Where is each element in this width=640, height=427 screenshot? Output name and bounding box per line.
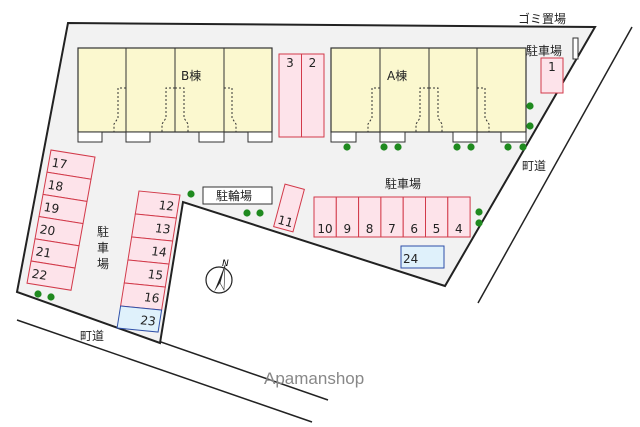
parking-spot-outline bbox=[447, 196, 471, 238]
parking-left-label: 駐車場 bbox=[97, 224, 109, 271]
parking-spot: 8 bbox=[358, 196, 382, 238]
parking-spot-outline bbox=[540, 57, 564, 94]
garbage-label: ゴミ置場 bbox=[518, 11, 566, 26]
parking-spot-number: 15 bbox=[147, 267, 164, 282]
parking-spot-number: 8 bbox=[366, 222, 374, 236]
parking-spot: 6 bbox=[402, 196, 427, 238]
compass-n-label: N bbox=[222, 259, 229, 269]
parking-spot-number: 23 bbox=[139, 313, 156, 328]
tree-icon bbox=[394, 143, 402, 151]
parking-spot: 13 bbox=[131, 213, 177, 242]
tree-icon bbox=[187, 190, 195, 198]
svg-text:駐車場: 駐車場 bbox=[97, 224, 109, 271]
parking-spot-outline bbox=[301, 53, 325, 138]
parking-spot: 2 bbox=[301, 53, 325, 138]
parking-spot: 4 bbox=[447, 196, 471, 238]
parking-spot: 9 bbox=[335, 196, 360, 238]
tree-icon bbox=[475, 219, 483, 227]
tree-icon bbox=[526, 102, 534, 110]
parking-spot-outline bbox=[400, 245, 445, 269]
parking-spot-number: 24 bbox=[403, 252, 418, 266]
guest-parking-spot: 23 bbox=[116, 305, 163, 333]
parking-spot-number: 14 bbox=[150, 244, 168, 259]
parking-spot: 16 bbox=[120, 282, 166, 311]
parking-spot-number: 17 bbox=[51, 156, 69, 172]
garbage-area bbox=[572, 37, 579, 60]
parking-spot-number: 22 bbox=[31, 267, 49, 283]
parking-spot-number: 12 bbox=[158, 198, 175, 213]
parking-spot-number: 2 bbox=[309, 56, 317, 70]
parking-spot-number: 11 bbox=[276, 213, 294, 230]
tree-icon bbox=[243, 209, 251, 217]
parking-spot-number: 21 bbox=[35, 244, 53, 260]
tree-icon bbox=[467, 143, 475, 151]
tree-icon bbox=[526, 122, 534, 130]
tree-icon bbox=[256, 209, 264, 217]
parking-spot-number: 3 bbox=[286, 56, 294, 70]
guest-parking-spot: 24 bbox=[400, 245, 445, 269]
watermark: Apamanshop bbox=[264, 369, 364, 388]
parking-spot: 12 bbox=[134, 190, 181, 219]
parking-spot: 10 bbox=[313, 196, 337, 238]
parking-spot: 11 bbox=[273, 183, 305, 233]
tree-icon bbox=[34, 290, 42, 298]
parking-spot-number: 5 bbox=[433, 222, 441, 236]
parking-spot-number: 13 bbox=[154, 221, 171, 236]
parking-spot-number: 9 bbox=[343, 222, 351, 236]
compass-north-icon: N bbox=[205, 259, 233, 294]
parking-spot: 5 bbox=[425, 196, 449, 238]
parking-spot-number: 18 bbox=[47, 178, 65, 194]
parking-spot: 21 bbox=[30, 238, 80, 269]
parking-spot-number: 6 bbox=[410, 222, 418, 236]
parking-spot-11-group: 11 bbox=[273, 183, 305, 233]
parking-spot-number: 20 bbox=[39, 222, 57, 238]
parking-spot-number: 16 bbox=[143, 290, 160, 305]
parking-spot: 17 bbox=[46, 149, 96, 180]
parking-center-label: 駐車場 bbox=[385, 176, 421, 191]
tree-icon bbox=[47, 293, 55, 301]
parking-spot-number: 19 bbox=[43, 200, 61, 216]
tree-icon bbox=[380, 143, 388, 151]
road-right-label: 町道 bbox=[522, 159, 546, 173]
parking-spot-outline bbox=[26, 260, 76, 291]
building-a-label: A棟 bbox=[387, 68, 407, 83]
building-a: A棟 bbox=[330, 47, 527, 143]
tree-icon bbox=[504, 143, 512, 151]
tree-icon bbox=[453, 143, 461, 151]
parking-spot: 19 bbox=[38, 193, 88, 225]
parking-spot-outline bbox=[273, 183, 305, 233]
tree-icon bbox=[343, 143, 351, 151]
parking-spot: 7 bbox=[380, 196, 404, 238]
parking-spot: 14 bbox=[127, 236, 174, 265]
parking-spot-outline bbox=[116, 305, 163, 333]
road-bottom-label: 町道 bbox=[80, 329, 104, 343]
parking-spot: 20 bbox=[34, 216, 84, 247]
parking-spot-number: 7 bbox=[388, 222, 396, 236]
bicycle-parking bbox=[202, 186, 273, 205]
parking-spot: 15 bbox=[123, 259, 170, 288]
parking-spot-number: 10 bbox=[317, 222, 332, 236]
parking-spot: 3 bbox=[278, 53, 302, 138]
tree-icon bbox=[519, 143, 527, 151]
building-b: B棟 bbox=[77, 47, 273, 143]
parking-spot-number: 1 bbox=[548, 60, 556, 74]
road-right-edge bbox=[477, 26, 633, 304]
parking-top-right-label: 駐車場 bbox=[526, 43, 562, 58]
building-b-label: B棟 bbox=[181, 68, 201, 83]
bicycle-parking-label: 駐輪場 bbox=[216, 188, 252, 203]
parking-column-left: 17 18 19 20 21 22 bbox=[26, 149, 96, 291]
parking-column-mid: 12 13 14 15 16 23 bbox=[116, 190, 181, 333]
tree-icon bbox=[475, 208, 483, 216]
parking-spot: 22 bbox=[26, 260, 76, 291]
parking-spot: 1 bbox=[540, 57, 564, 94]
road-bottom-edge bbox=[16, 319, 313, 423]
parking-spot-number: 4 bbox=[455, 222, 463, 236]
